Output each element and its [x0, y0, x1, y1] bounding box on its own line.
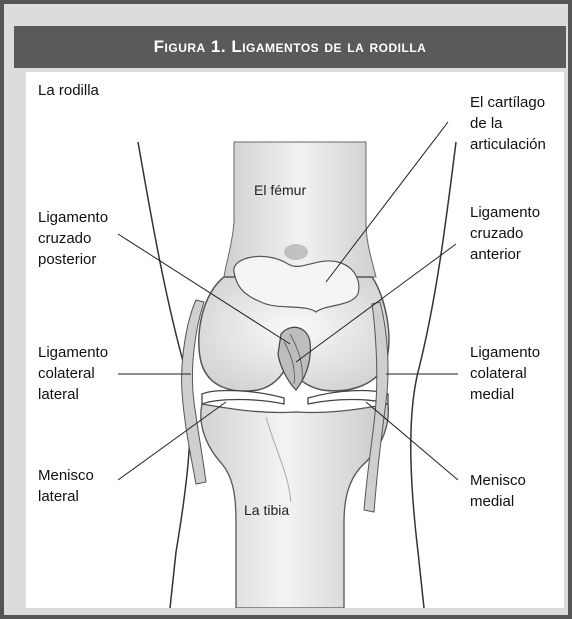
- label-lcl: Ligamento colateral lateral: [38, 342, 108, 405]
- figure-heading: La rodilla: [38, 80, 99, 101]
- label-medial-meniscus: Menisco medial: [470, 470, 526, 512]
- figure-title: Figura 1. Ligamentos de la rodilla: [154, 37, 427, 57]
- label-femur: El fémur: [254, 182, 306, 198]
- femur-shadow: [284, 244, 308, 260]
- label-pcl: Ligamento cruzado posterior: [38, 207, 108, 270]
- figure-header: Figura 1. Ligamentos de la rodilla: [14, 26, 566, 68]
- label-acl: Ligamento cruzado anterior: [470, 202, 540, 265]
- leg-outline-right: [411, 142, 456, 608]
- label-mcl: Ligamento colateral medial: [470, 342, 540, 405]
- label-tibia: La tibia: [244, 502, 289, 518]
- meniscus-lateral: [202, 391, 284, 404]
- label-lateral-meniscus: Menisco lateral: [38, 465, 94, 507]
- diagram-panel: La rodilla El cartílago de la articulaci…: [26, 72, 564, 608]
- tibia-shape: [201, 404, 389, 608]
- label-cartilage: El cartílago de la articulación: [470, 92, 546, 155]
